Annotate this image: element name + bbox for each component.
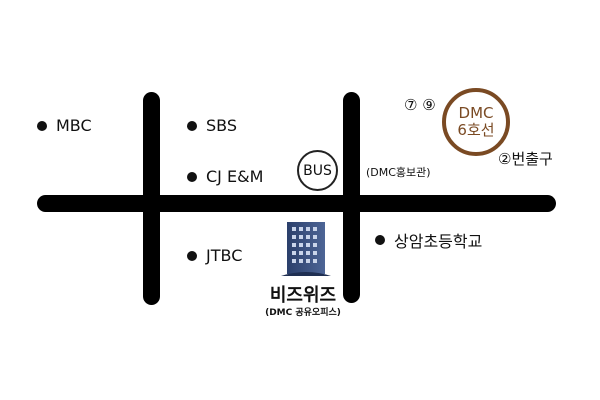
road-vertical-left [143, 92, 160, 305]
landmark-sbs: SBS [187, 116, 237, 135]
landmark-cjenm: CJ E&M [187, 167, 263, 186]
landmark-label: CJ E&M [206, 167, 264, 186]
subway-line-numbers: ⑦ ⑨ [404, 96, 436, 114]
subway-station-name: DMC [458, 104, 494, 122]
landmark-label: JTBC [206, 246, 243, 265]
road-vertical-right [343, 92, 360, 303]
location-dot-icon [187, 171, 197, 182]
location-dot-icon [37, 120, 47, 131]
subway-exit-label: ②번출구 [498, 150, 553, 168]
landmark-mbc: MBC [37, 116, 92, 135]
landmark-school: 상암초등학교 [375, 228, 482, 252]
landmark-label: SBS [206, 116, 238, 135]
subway-station-icon: DMC 6호선 [442, 88, 510, 156]
bus-stop-name: (DMC홍보관) [366, 166, 431, 179]
business-name: 비즈위즈 [269, 285, 337, 306]
location-dot-icon [187, 250, 197, 261]
landmark-label: MBC [56, 116, 92, 135]
bus-label: BUS [303, 162, 332, 179]
office-building-icon [281, 222, 331, 276]
location-dot-icon [187, 120, 197, 131]
location-dot-icon [375, 235, 385, 245]
subway-line-name: 6호선 [457, 121, 495, 139]
bus-stop-icon: BUS [297, 150, 338, 191]
landmark-jtbc: JTBC [187, 246, 242, 265]
landmark-label: 상암초등학교 [394, 232, 483, 251]
business-subtitle: (DMC 공유오피스) [265, 308, 341, 318]
main-road-horizontal [37, 195, 556, 212]
